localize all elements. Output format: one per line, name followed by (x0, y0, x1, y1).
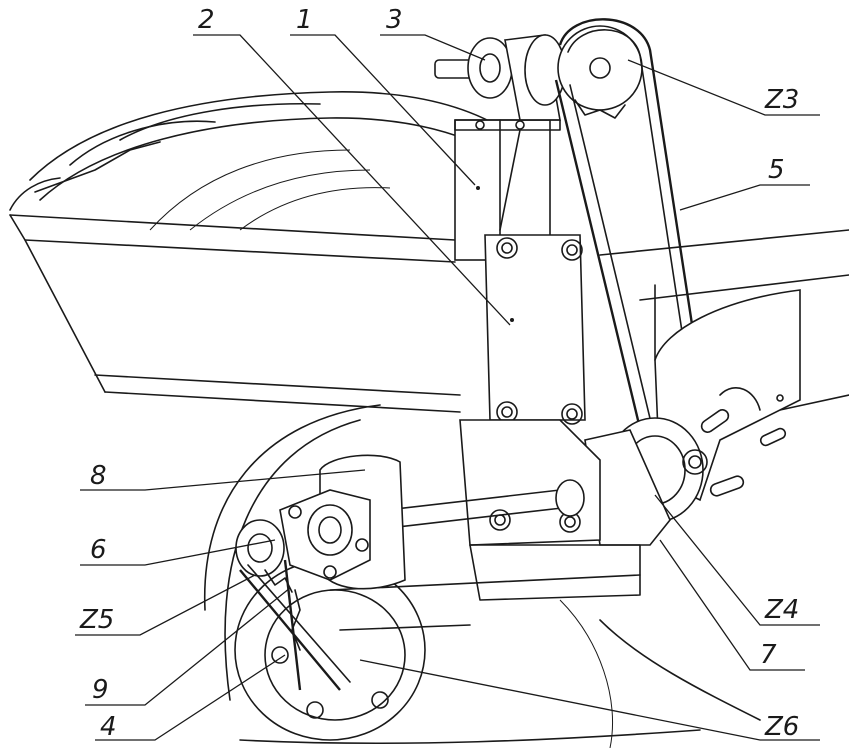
callout-7: 7 (760, 640, 777, 670)
callout-z4: Z4 (764, 595, 799, 625)
callout-6: 6 (90, 535, 107, 565)
callout-5: 5 (768, 155, 785, 185)
frame-beam (9, 214, 849, 413)
callout-9: 9 (92, 675, 109, 705)
callout-3: 3 (386, 5, 403, 35)
callout-z6: Z6 (764, 712, 799, 742)
callout-1: 1 (296, 5, 313, 35)
chain-4 (239, 559, 351, 691)
bolt (496, 237, 583, 425)
wheel-lower (203, 404, 761, 748)
callout-2: 2 (198, 5, 215, 35)
sprocket-z5 (235, 519, 293, 593)
leader-lines (75, 34, 820, 741)
callout-z3: Z3 (764, 85, 799, 115)
sprocket-z4 (584, 417, 708, 546)
callout-8: 8 (90, 461, 107, 491)
bearing-housing (279, 454, 406, 590)
mounting-plate (484, 234, 586, 425)
callout-labels: 2 1 3 Z3 5 8 6 Z5 9 4 Z4 7 Z6 (79, 5, 799, 742)
callout-z5: Z5 (79, 605, 114, 635)
wheel-upper (9, 91, 521, 231)
callout-4: 4 (100, 712, 117, 742)
gearbox (434, 34, 566, 131)
sprocket-z3 (557, 25, 643, 119)
chain-5 (554, 18, 714, 471)
